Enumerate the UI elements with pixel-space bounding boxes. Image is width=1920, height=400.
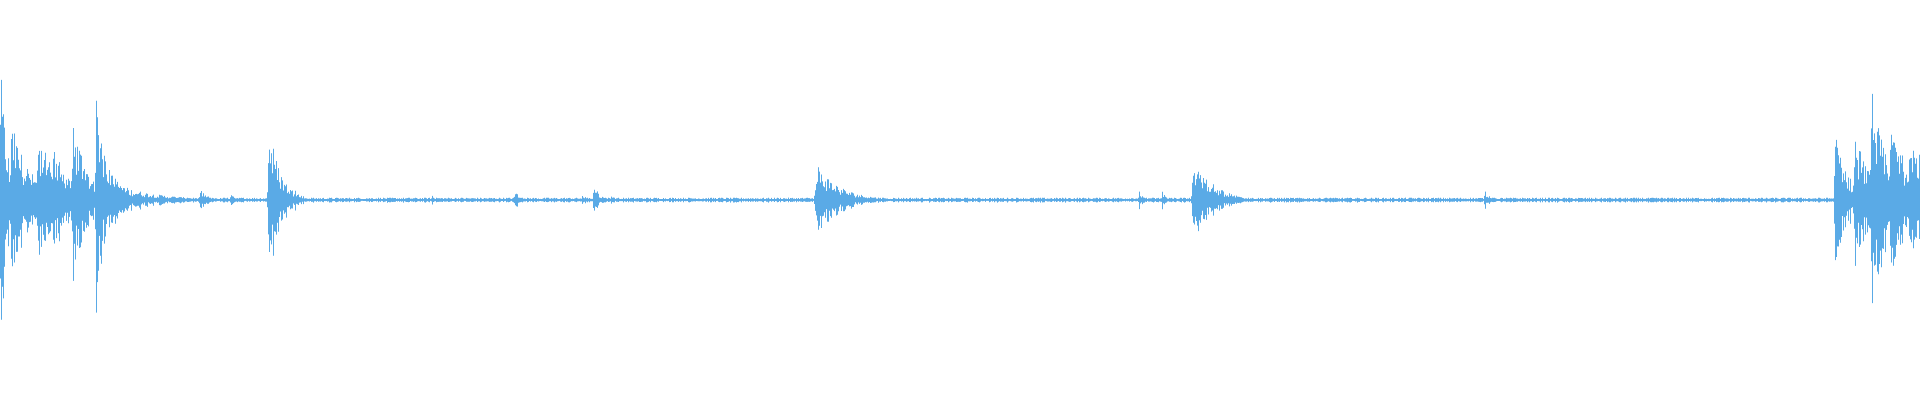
waveform-bars (0, 79, 1920, 320)
waveform-trace (0, 79, 1920, 320)
